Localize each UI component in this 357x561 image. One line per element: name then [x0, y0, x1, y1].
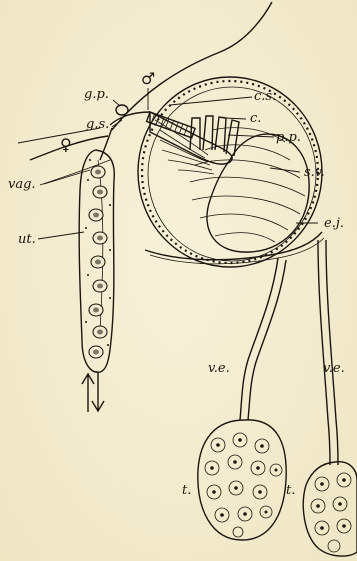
vagina-duct: [100, 128, 112, 160]
label-male: ♂: [141, 69, 155, 88]
label-pp: p.p.: [276, 130, 301, 145]
label-c: c.: [250, 111, 261, 126]
vas-efferens-right: [318, 240, 330, 465]
body-outline: [112, 2, 272, 130]
label-female: ♀: [60, 135, 72, 154]
label-ut: ut.: [18, 232, 36, 247]
direction-arrows: [82, 372, 104, 412]
label-ve-left: v.e.: [208, 361, 230, 376]
label-t-left: t.: [182, 483, 191, 498]
label-cs: c.s.: [254, 89, 276, 104]
testis-right-nuclei: [316, 478, 346, 530]
genital-sinus: [110, 112, 150, 125]
leader-lines: [18, 88, 318, 239]
vas-efferens-left: [240, 258, 278, 420]
genital-pore: [116, 105, 128, 115]
label-t-right: t.: [286, 483, 295, 498]
label-gp: g.p.: [84, 87, 109, 102]
vas-efferens-right-inner: [326, 240, 338, 465]
label-sv: s.v.: [304, 165, 325, 180]
testis-right-cells: [311, 473, 351, 552]
label-gs: g.s.: [86, 117, 109, 132]
label-ej: e.j.: [324, 216, 344, 231]
label-ve-right: v.e.: [323, 361, 345, 376]
label-vag: vag.: [8, 177, 36, 192]
seminal-vesicle-capsule: [138, 77, 322, 267]
testis-left: [198, 420, 286, 540]
vas-efferens-left-inner: [248, 260, 286, 420]
testis-left-cells: [205, 433, 282, 537]
